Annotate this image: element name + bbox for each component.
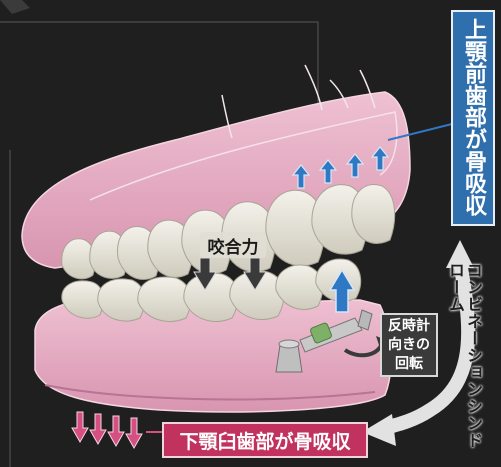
lower-teeth [61, 258, 362, 322]
bite-force-label: 咬合力 [207, 237, 259, 258]
rotation-label-line1: 反時計 [388, 317, 430, 334]
upper-incisor-roots [221, 64, 376, 139]
curve-arrow-top-head [446, 240, 474, 268]
lower-gum-shadow [44, 384, 376, 401]
corner-tab [0, 0, 30, 14]
lower-resorption-arrows [71, 411, 143, 450]
implant-attachment [275, 309, 373, 373]
upper-palate-outline [89, 111, 398, 201]
large-upward-arrow [328, 268, 356, 313]
rotation-label-line2: 向きの [388, 336, 430, 353]
combination-curve-arrow [383, 260, 476, 435]
upper-callout-line [387, 123, 453, 141]
lower-resorption-label-box: 下顎臼歯部が骨吸収 [162, 422, 368, 458]
upper-resorption-label-box: 上顎前歯部が骨吸収 [451, 10, 495, 226]
upper-resorption-label: 上顎前歯部が骨吸収 [461, 18, 486, 216]
bite-force-arrows [193, 257, 267, 291]
background-frame-lines [0, 21, 319, 467]
combination-syndrome-label: コンビネーションシンドローム [446, 262, 483, 449]
bite-force-label-box: 咬合力 [200, 232, 266, 258]
upper-resorption-arrows [291, 146, 390, 189]
lower-resorption-label: 下顎臼歯部が骨吸収 [179, 430, 351, 453]
curve-arrow-bottom-head [362, 414, 396, 446]
rotation-label-box: 反時計 向きの 回転 [380, 313, 438, 377]
rotation-label-line3: 回転 [395, 355, 423, 372]
